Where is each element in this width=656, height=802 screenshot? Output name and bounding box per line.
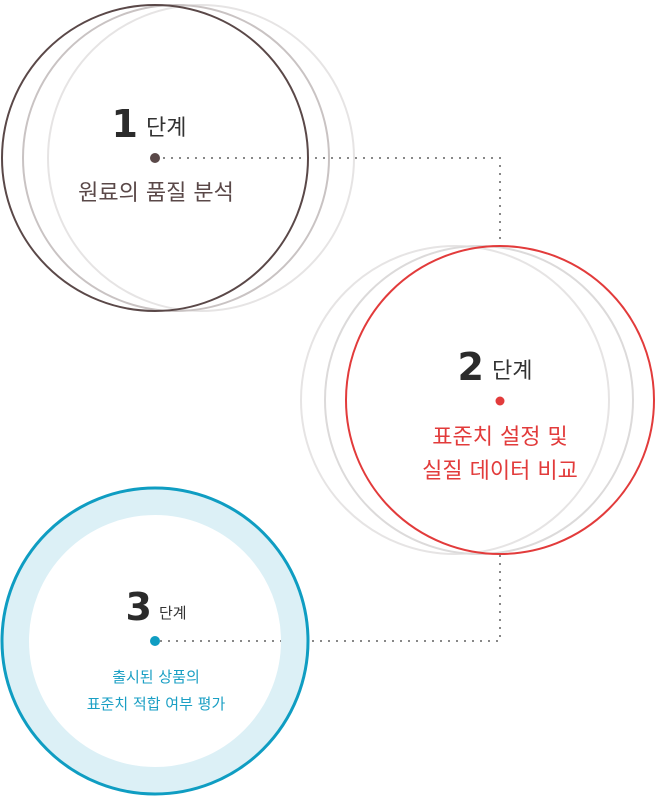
step-2: 2 단계 표준치 설정 및 실질 데이터 비교	[300, 245, 655, 555]
step-3-circle	[0, 486, 310, 796]
ghost-circle	[324, 245, 634, 555]
step-2-circle	[345, 245, 655, 555]
step-1-dot	[150, 153, 160, 163]
step-1-circle	[1, 4, 309, 312]
step-1-unit: 단계	[146, 116, 186, 141]
ghost-circle	[47, 4, 355, 312]
step-1-number: 1	[112, 102, 138, 146]
step-1: 1 단계 원료의 품질 분석	[1, 4, 355, 312]
step-3-dot	[150, 636, 160, 646]
ghost-circle	[22, 4, 330, 312]
step-3-ring	[1, 487, 309, 795]
step-2-unit: 단계	[492, 359, 532, 384]
step-2-description-line-1: 표준치 설정 및	[432, 425, 567, 450]
step-3-number: 3	[126, 585, 152, 629]
step-3: 3 단계 출시된 상품의 표준치 적합 여부 평가	[0, 486, 310, 796]
step-2-dot	[495, 396, 505, 406]
step-2-description-line-2: 실질 데이터 비교	[422, 459, 578, 484]
connector-2-3	[155, 555, 501, 642]
step-3-unit: 단계	[159, 604, 187, 622]
step-3-description-line-2: 표준치 적합 여부 평가	[87, 695, 226, 713]
step-3-description-line-1: 출시된 상품의	[112, 668, 200, 686]
step-2-number: 2	[458, 345, 484, 389]
connector-1-2	[155, 157, 501, 245]
ghost-circle	[300, 245, 610, 555]
step-1-description: 원료의 품질 분석	[78, 181, 234, 206]
